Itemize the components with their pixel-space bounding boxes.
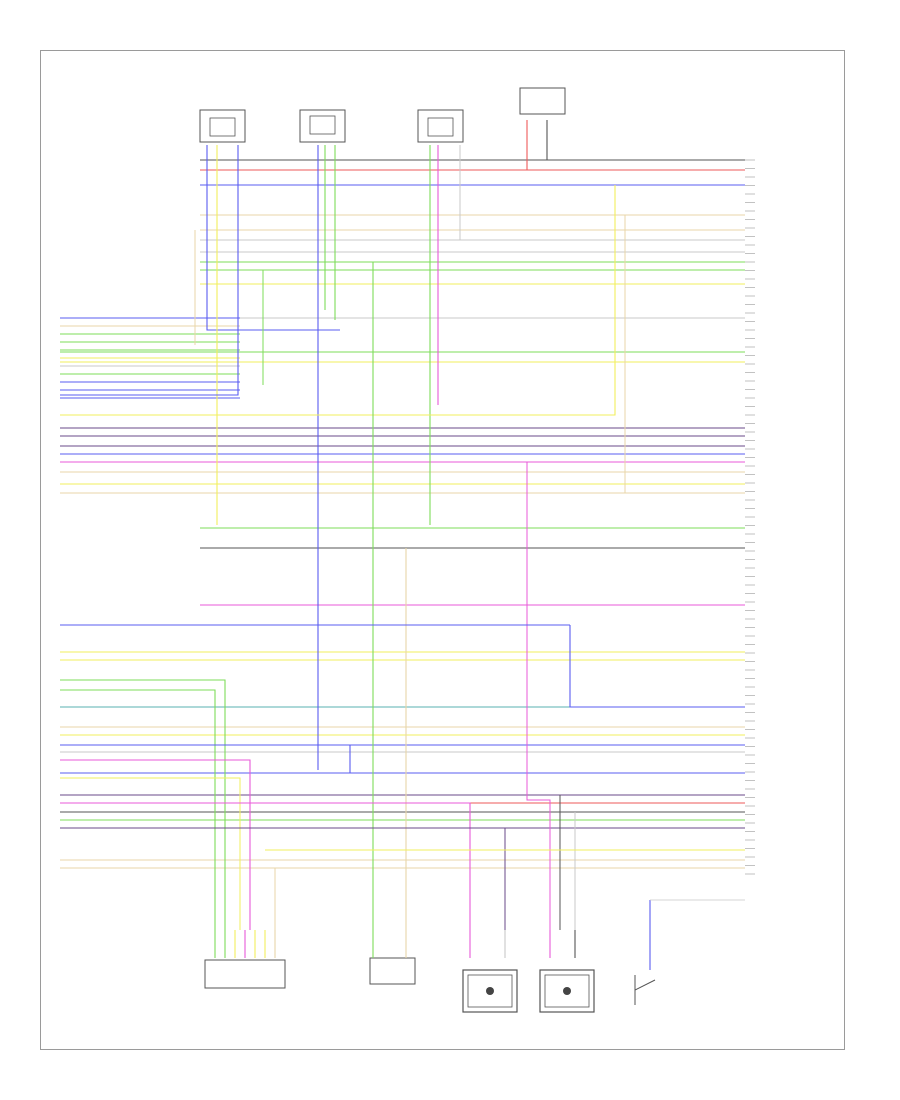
bottom-solenoid-2: [539, 969, 595, 1013]
bottom-sensor-1: [204, 959, 286, 989]
sensor-drop: [60, 145, 239, 396]
trunk: [60, 759, 251, 930]
top-sensor-2: [299, 109, 346, 143]
bottom-switch: [634, 975, 656, 1005]
trunk: [60, 777, 241, 930]
top-sensor-1: [199, 109, 246, 143]
trunk: [60, 689, 216, 930]
trunk: [60, 827, 506, 930]
sensor-drop: [546, 120, 745, 161]
top-sensor-3: [417, 109, 464, 143]
trunk: [526, 462, 551, 930]
trunk: [60, 185, 616, 416]
trunk: [60, 679, 226, 930]
wire-group: [60, 120, 745, 970]
trunk: [569, 625, 745, 708]
top-sensor-4: [519, 87, 566, 115]
sensor-drop: [526, 120, 745, 171]
trunk: [60, 802, 471, 930]
bottom-sensor-2: [369, 957, 416, 985]
diagram-frame: [40, 50, 845, 1050]
sensor-drop: [206, 145, 340, 331]
trunk: [60, 744, 351, 773]
bottom-solenoid-1: [462, 969, 518, 1013]
module-connector-pins: [745, 159, 755, 875]
